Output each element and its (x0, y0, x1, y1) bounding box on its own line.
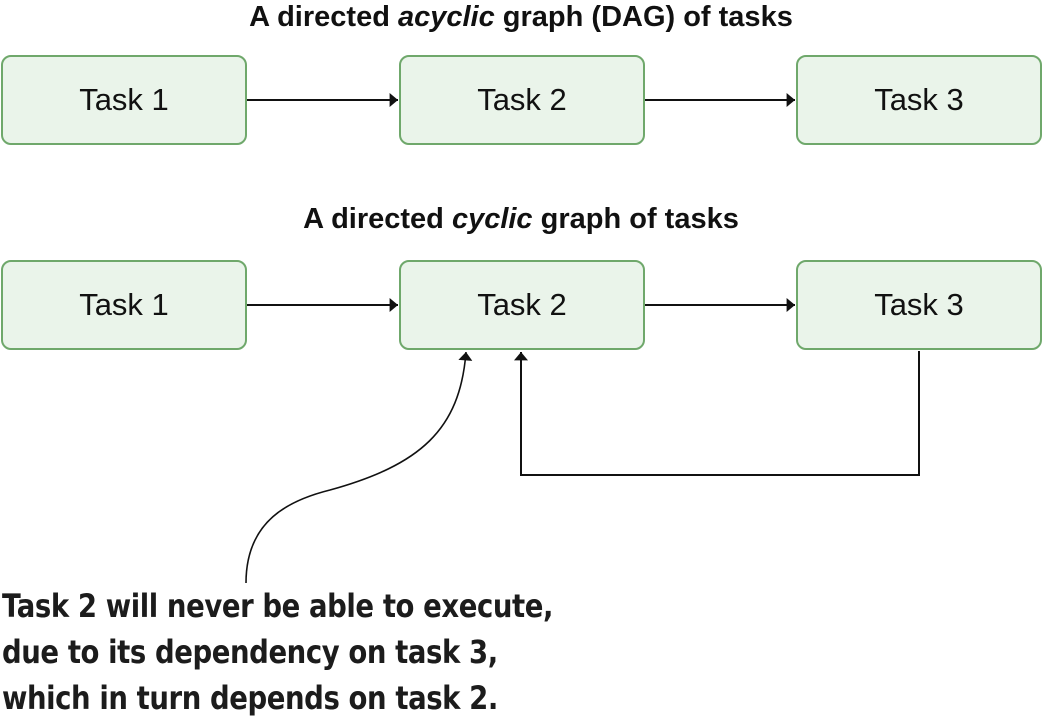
callout-note: Task 2 will never be able to execute, du… (2, 583, 553, 721)
cyclic-task-2-label: Task 2 (477, 287, 567, 322)
cyclic-task-2-node: Task 2 (399, 260, 645, 350)
dag-task-3-label: Task 3 (874, 82, 964, 117)
cyclic-task-3-node: Task 3 (796, 260, 1042, 350)
dag-task-2-node: Task 2 (399, 55, 645, 145)
dag-title-after: graph (DAG) of tasks (494, 1, 793, 33)
dag-task-1-node: Task 1 (1, 55, 247, 145)
cyclic-title-after: graph of tasks (532, 203, 739, 235)
cyclic-task-3-label: Task 3 (874, 287, 964, 322)
cyclic-task-1-label: Task 1 (79, 287, 169, 322)
cyclic-title-before: A directed (303, 203, 452, 235)
dag-task-2-label: Task 2 (477, 82, 567, 117)
cyclic-title-emphasis: cyclic (451, 203, 533, 235)
callout-pointer (245, 351, 473, 584)
dag-task-3-node: Task 3 (796, 55, 1042, 145)
dag-title: A directed acyclic graph (DAG) of tasks (0, 0, 1042, 35)
dag-title-emphasis: acyclic (397, 1, 495, 33)
cyclic-task-1-node: Task 1 (1, 260, 247, 350)
callout-line-2: due to its dependency on task 3, (2, 633, 498, 671)
dag-title-before: A directed (249, 1, 398, 33)
cyclic-edge-3-to-2 (514, 351, 920, 476)
callout-line-3: which in turn depends on task 2. (2, 679, 498, 717)
callout-line-1: Task 2 will never be able to execute, (2, 587, 553, 625)
dag-task-1-label: Task 1 (79, 82, 169, 117)
cyclic-title: A directed cyclic graph of tasks (0, 201, 1042, 237)
